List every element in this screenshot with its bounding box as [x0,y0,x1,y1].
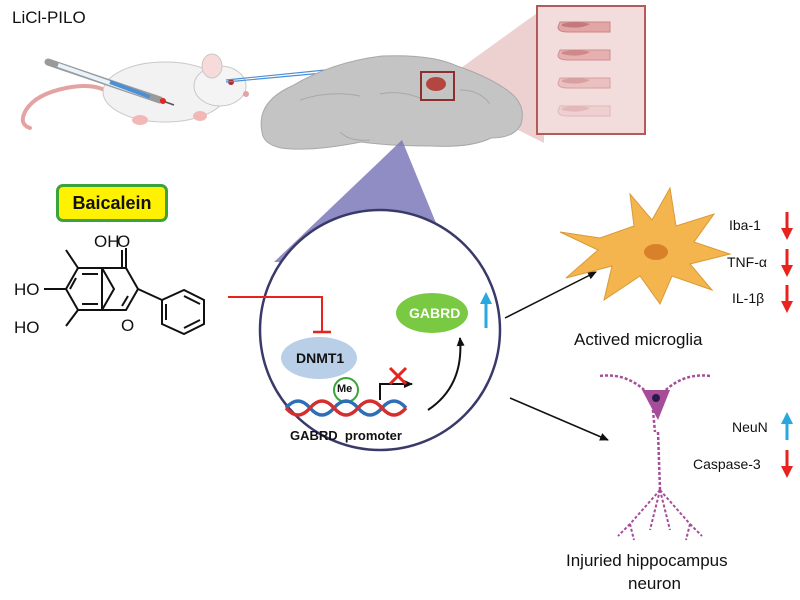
mouse-illustration [20,53,249,130]
neuron-illustration [599,374,711,541]
neun-up-arrow-icon [781,412,793,440]
atom-oh-top: OH [94,232,120,251]
inhibition-line [228,296,323,332]
microglia-caption: Actived microglia [574,330,703,349]
block-x-icon [388,366,408,386]
marker-iba1: Iba-1 [729,217,761,233]
hippocampus-slices [557,21,611,117]
marker-tnfa: TNF-α [727,254,767,270]
atom-ring-o: O [121,316,135,335]
methyl-label: Me [337,383,353,395]
hippocampus-region [426,77,446,91]
expression-arrow [427,337,465,411]
atom-ho-bottom: HO [14,318,40,337]
gabrd-up-arrow-icon [480,292,492,328]
transcription-start-arrow [379,380,413,400]
drug-name: Baicalein [72,192,152,213]
neuron-caption-line2: neuron [628,574,681,593]
promoter-label: GABRD promoter [290,428,402,443]
marker-neun: NeuN [732,419,768,435]
arrow-to-neuron [509,397,609,441]
baicalein-structure [44,248,205,336]
microglia-illustration [559,186,732,306]
neuron-caption-line1: Injuried hippocampus [566,551,728,570]
gabrd-gene [396,293,468,333]
dna-helix [284,399,408,417]
mechanism-circle [258,208,502,452]
atom-ho-middle: HO [14,280,40,299]
marker-il1b: IL-1β [732,290,765,306]
atom-ketone-o: O [117,232,131,251]
il1b-down-arrow-icon [781,285,793,313]
dnmt1-label: DNMT1 [296,350,345,366]
caspase3-down-arrow-icon [781,450,793,478]
marker-caspase3: Caspase-3 [693,456,761,472]
hippocampus-zoom-box [420,71,455,101]
model-label: LiCl-PILO [12,8,86,27]
iba1-down-arrow-icon [781,212,793,240]
drug-name-box: Baicalein [56,184,168,222]
dnmt1-enzyme [281,337,357,379]
gabrd-label: GABRD [409,305,461,321]
mouse-brain-illustration [260,55,523,150]
tnfa-down-arrow-icon [781,249,793,277]
arrow-to-microglia [504,271,597,319]
syringe-icon [44,58,175,106]
